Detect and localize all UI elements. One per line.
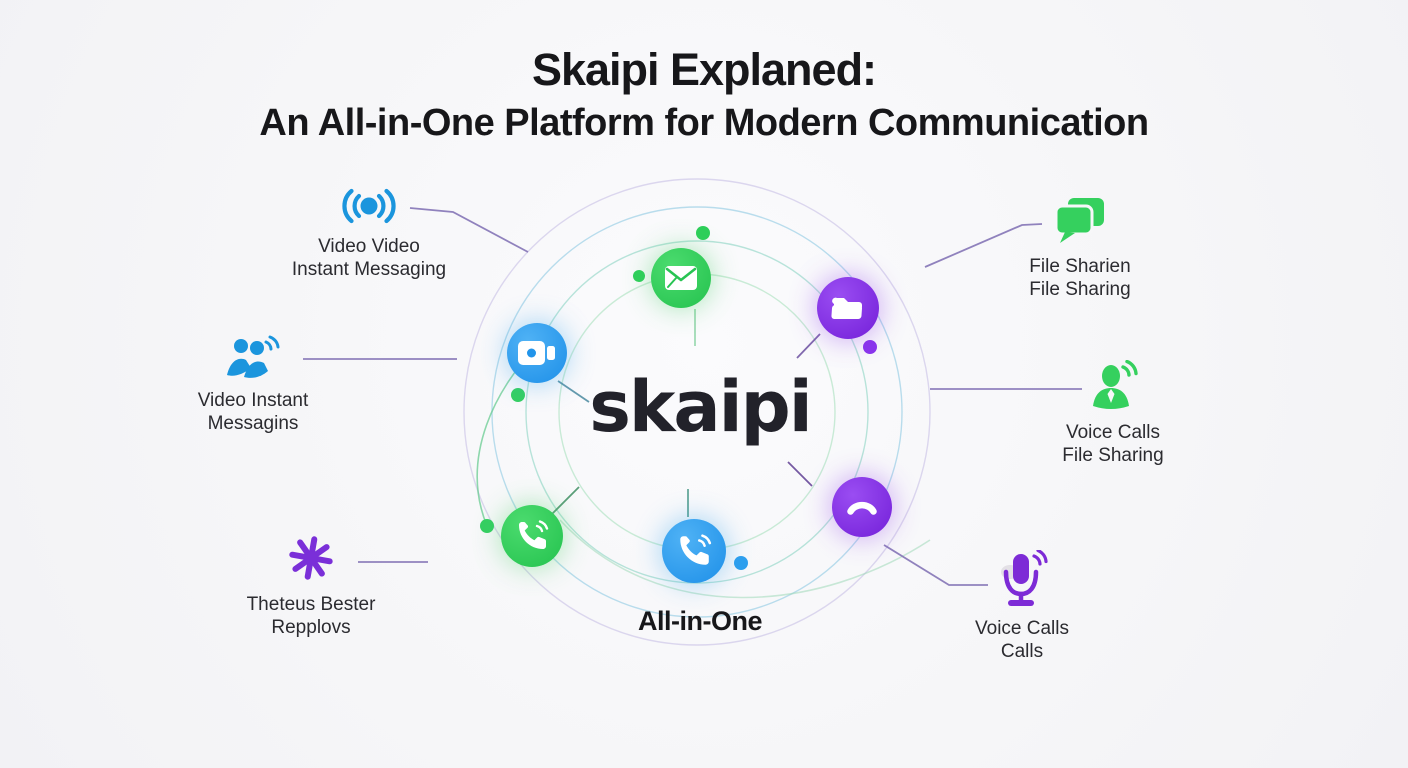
feature-label-line2: Messagins xyxy=(207,413,299,434)
folder-icon xyxy=(831,297,863,319)
hub-caption: All-in-One xyxy=(638,606,763,636)
feature-label-line2: Instant Messaging xyxy=(291,259,447,280)
phone-call-icon xyxy=(519,520,549,549)
feature-label-line2: Calls xyxy=(1000,641,1044,662)
skaipi-logo: skaipi xyxy=(589,366,813,448)
people-icon xyxy=(224,334,282,380)
phone-purple-node xyxy=(832,477,892,537)
phone-call-icon xyxy=(680,534,712,565)
connector-right-3 xyxy=(883,544,988,586)
chat-folder-icon xyxy=(1052,196,1108,246)
feature-theteus: Theteus Bester Repplovs xyxy=(191,532,431,639)
page-title: Skaipi Explaned: xyxy=(531,44,877,95)
feature-label-line1: Voice Calls xyxy=(1065,422,1160,443)
feature-file-sharing: File Sharien File Sharing xyxy=(960,196,1200,301)
phone-flat-icon xyxy=(847,501,877,515)
mail-icon xyxy=(665,266,697,290)
feature-label: File Sharien File Sharing xyxy=(1029,255,1130,301)
connector-left-1 xyxy=(409,207,529,253)
broadcast-icon xyxy=(340,186,398,226)
feature-label-line1: Theteus Bester xyxy=(246,594,376,615)
phone-blue-node xyxy=(662,519,726,583)
feature-label-line1: Video Video xyxy=(318,236,420,257)
feature-label-line1: Voice Calls xyxy=(975,618,1069,639)
feature-label-line2: File Sharing xyxy=(1029,279,1131,300)
mail-node xyxy=(651,248,711,308)
connector-lines xyxy=(303,207,1082,586)
person-voice-icon xyxy=(1087,360,1139,412)
folder-node xyxy=(817,277,879,339)
phone-green-node xyxy=(501,505,563,567)
title-block: Skaipi Explaned: An All-in-One Platform … xyxy=(0,0,1408,145)
feature-voice-calls-2: Voice Calls Calls xyxy=(902,550,1142,663)
page-subtitle: An All-in-One Platform for Modern Commun… xyxy=(259,102,1149,144)
orbit-dots xyxy=(480,226,877,570)
feature-label-line1: File Sharien xyxy=(1029,256,1131,277)
feature-instant-messaging: Video Video Instant Messaging xyxy=(249,186,489,281)
feature-label: Video Video Instant Messaging xyxy=(292,235,446,281)
video-camera-icon xyxy=(518,341,555,365)
microphone-icon xyxy=(996,550,1048,608)
feature-label: Voice Calls File Sharing xyxy=(1062,421,1163,467)
feature-label-line2: File Sharing xyxy=(1062,445,1164,466)
feature-label: Voice Calls Calls xyxy=(975,617,1069,663)
video-call-node xyxy=(507,323,567,383)
splat-icon xyxy=(285,532,337,584)
feature-label-line1: Video Instant xyxy=(197,390,309,411)
feature-label: Theteus Bester Repplovs xyxy=(247,593,376,639)
node-spokes xyxy=(551,309,821,517)
feature-voice-calls: Voice Calls File Sharing xyxy=(993,360,1233,467)
feature-label: Video Instant Messagins xyxy=(198,389,309,435)
feature-video-instant: Video Instant Messagins xyxy=(133,334,373,435)
feature-label-line2: Repplovs xyxy=(271,617,351,638)
connector-right-1 xyxy=(924,223,1043,268)
